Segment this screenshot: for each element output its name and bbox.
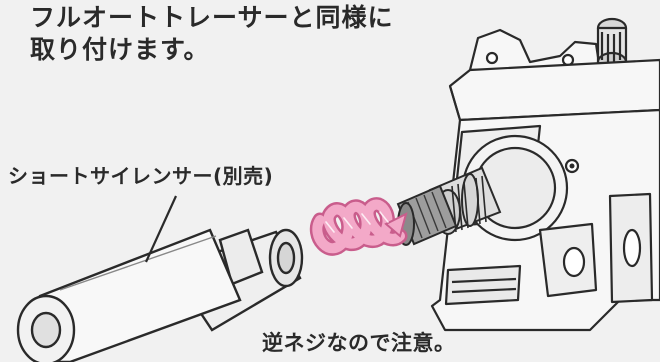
short-silencer (16, 228, 304, 362)
warning-note: 逆ネジなので注意。 (262, 331, 456, 355)
instruction-line-1: フルオートトレーサーと同様に (30, 3, 394, 32)
gun-body (430, 17, 660, 332)
threaded-muzzle (396, 166, 502, 246)
instruction-line-2: 取り付けます。 (30, 35, 210, 64)
part-label: ショートサイレンサー(別売) (8, 164, 274, 188)
instruction-text: フルオートトレーサーと同様に 取り付けます。 (30, 2, 394, 66)
counter-clockwise-rotation-arrow-icon (309, 197, 408, 256)
label-leader-line (144, 195, 178, 263)
